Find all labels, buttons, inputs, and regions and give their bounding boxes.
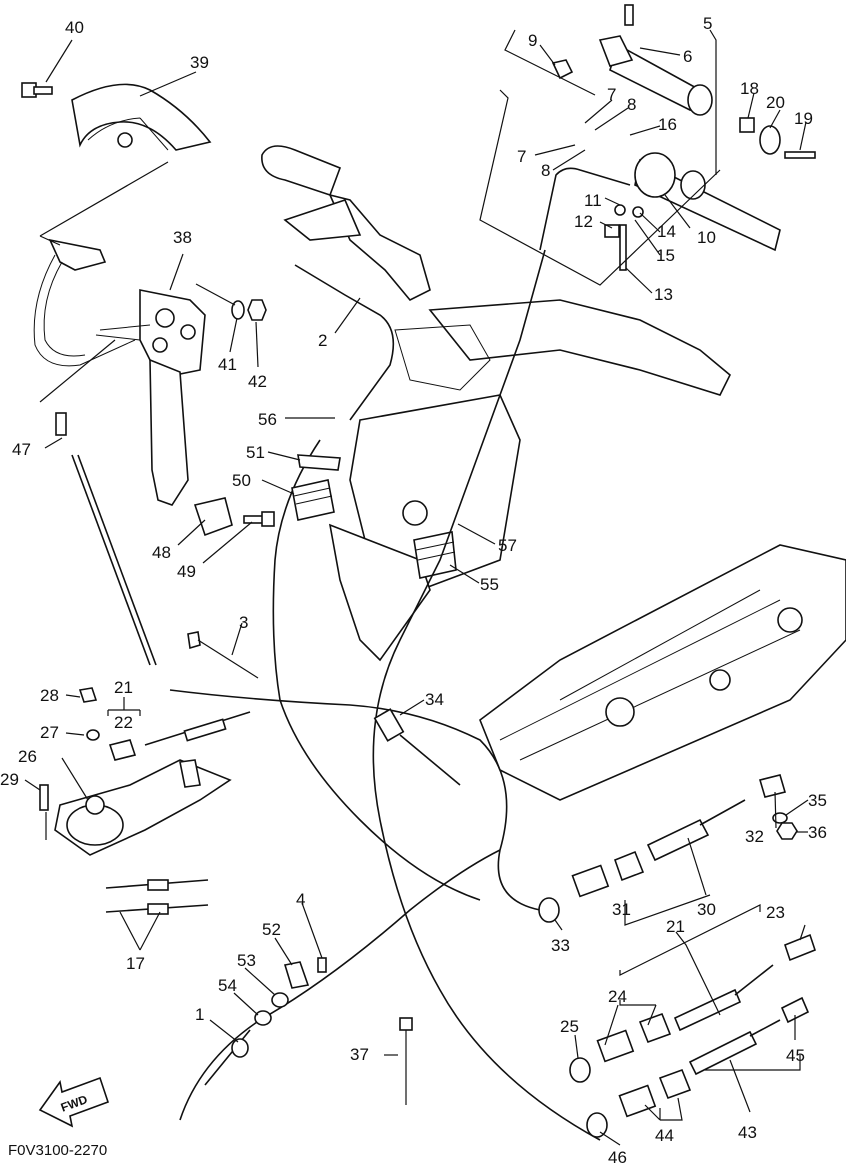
callout-31: 31 <box>612 900 631 919</box>
callout-1: 1 <box>195 1005 204 1024</box>
callout-25: 25 <box>560 1017 579 1036</box>
callout-27: 27 <box>40 723 59 742</box>
bolt-part-49 <box>243 511 275 527</box>
fwd-arrow <box>38 1076 110 1128</box>
callout-55: 55 <box>480 575 499 594</box>
callout-13: 13 <box>654 285 673 304</box>
bracket-part-38 <box>33 238 206 506</box>
callout-29: 29 <box>0 770 19 789</box>
callout-12: 12 <box>574 212 593 231</box>
callout-34: 34 <box>425 690 444 709</box>
cables-part-17 <box>105 879 209 915</box>
callout-46: 46 <box>608 1148 627 1165</box>
cable-part-2 <box>294 264 395 421</box>
callout-22: 22 <box>114 713 133 732</box>
washer-part-41 <box>231 300 245 320</box>
callout-21b: 21 <box>666 917 685 936</box>
callout-45: 45 <box>786 1046 805 1065</box>
callout-15: 15 <box>656 246 675 265</box>
callout-50: 50 <box>232 471 251 490</box>
callout-56: 56 <box>258 410 277 429</box>
callout-14: 14 <box>657 222 676 241</box>
callout-43: 43 <box>738 1123 757 1142</box>
callout-32: 32 <box>745 827 764 846</box>
callout-36: 36 <box>808 823 827 842</box>
cable-part-43 <box>179 849 501 1121</box>
callout-18: 18 <box>740 79 759 98</box>
callout-48: 48 <box>152 543 171 562</box>
engine-block <box>479 544 846 801</box>
callout-labels: 40 39 38 41 42 47 48 49 2 56 51 50 57 55… <box>0 14 827 1165</box>
callout-4: 4 <box>296 890 305 909</box>
callout-17: 17 <box>126 954 145 973</box>
callout-53: 53 <box>237 951 256 970</box>
adjuster-part-34 <box>373 708 461 786</box>
cable-part-22 <box>144 711 251 746</box>
callout-37: 37 <box>350 1045 369 1064</box>
callout-19: 19 <box>794 109 813 128</box>
callout-26: 26 <box>18 747 37 766</box>
callout-28: 28 <box>40 686 59 705</box>
callout-10: 10 <box>697 228 716 247</box>
callout-40: 40 <box>65 18 84 37</box>
callout-49: 49 <box>177 562 196 581</box>
callout-41: 41 <box>218 355 237 374</box>
callout-33: 33 <box>551 936 570 955</box>
callout-23: 23 <box>766 903 785 922</box>
callout-52: 52 <box>262 920 281 939</box>
throttle-grip-part-6 <box>551 4 713 116</box>
callout-7b: 7 <box>517 147 526 166</box>
diagram-code: F0V3100-2270 <box>8 1142 107 1159</box>
bolt-part-40 <box>21 82 53 98</box>
callout-2: 2 <box>318 331 327 350</box>
handlebar-assembly <box>261 145 731 662</box>
callout-8b: 8 <box>541 161 550 180</box>
callout-7a: 7 <box>607 85 616 104</box>
leader-lines <box>24 29 809 1146</box>
callout-21a: 21 <box>114 678 133 697</box>
nut-part-42 <box>247 299 267 321</box>
tie-strap-part-3 <box>187 631 259 679</box>
callout-24: 24 <box>608 987 627 1006</box>
callout-35: 35 <box>808 791 827 810</box>
cable-ends-upper <box>538 774 798 923</box>
callout-20: 20 <box>766 93 785 112</box>
callout-57: 57 <box>498 536 517 555</box>
callout-5: 5 <box>703 14 712 33</box>
callout-54: 54 <box>218 976 237 995</box>
callout-39: 39 <box>190 53 209 72</box>
cable-part-47 <box>55 412 157 666</box>
callout-30: 30 <box>697 900 716 919</box>
clamp-part-51 <box>297 454 341 471</box>
cable-part-30 <box>169 689 541 911</box>
callout-47: 47 <box>12 440 31 459</box>
cover-part-39 <box>71 83 212 151</box>
grip-part-10 <box>539 117 816 271</box>
callout-3: 3 <box>239 613 248 632</box>
callout-6: 6 <box>683 47 692 66</box>
tie-strap-part-37 <box>399 1017 413 1105</box>
callout-11: 11 <box>584 191 602 210</box>
boot-part-50 <box>291 479 335 521</box>
clamp-part-48 <box>193 497 233 537</box>
callout-44: 44 <box>655 1126 674 1145</box>
callout-42: 42 <box>248 372 267 391</box>
callout-51: 51 <box>246 443 265 462</box>
cable-part-21 <box>372 249 601 1141</box>
steering-mechanism <box>39 687 232 856</box>
callout-8a: 8 <box>627 95 636 114</box>
callout-38: 38 <box>173 228 192 247</box>
callout-9: 9 <box>528 31 537 50</box>
cable-ends-lower <box>569 933 816 1138</box>
callout-16: 16 <box>658 115 677 134</box>
small-parts-lower-left <box>204 957 327 1086</box>
